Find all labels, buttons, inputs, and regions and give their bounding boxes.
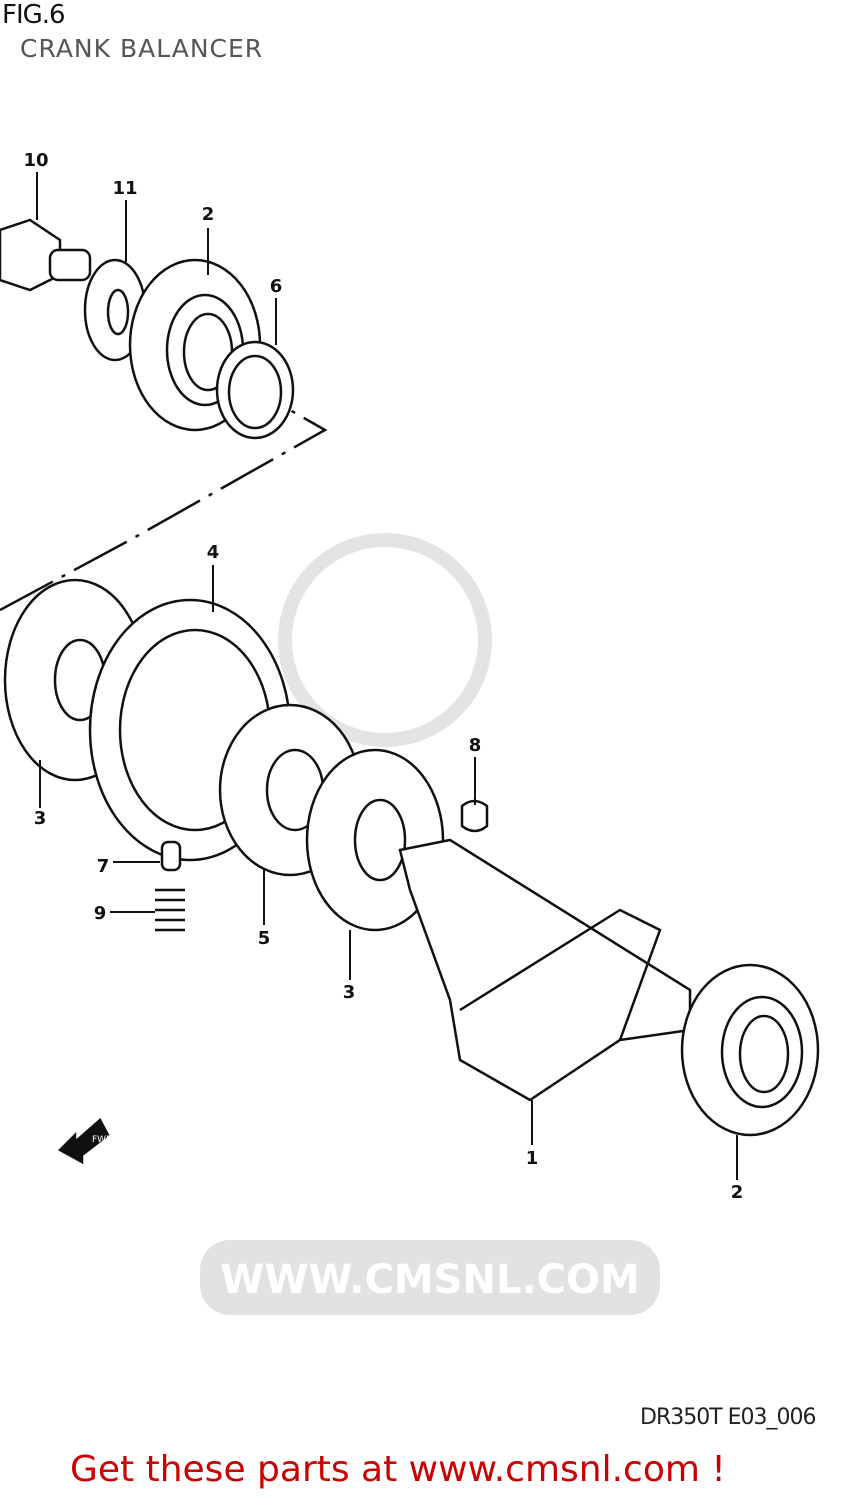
assembly-line	[0, 408, 328, 612]
ring	[215, 340, 295, 440]
diagram-code: DR350T E03_006	[640, 1405, 817, 1430]
callout-3b: 3	[342, 982, 356, 1003]
callout-11: 11	[112, 178, 138, 199]
leader-lines	[36, 172, 738, 1180]
bearing-lower	[680, 963, 820, 1137]
watermark-text: WWW.CMSNL.COM	[220, 1257, 640, 1303]
fwd-label: FWD	[92, 1135, 113, 1145]
callout-5: 5	[257, 928, 271, 949]
callout-2: 2	[201, 204, 215, 225]
callout-6: 6	[269, 276, 283, 297]
watermark-circle	[278, 533, 492, 747]
key	[460, 799, 489, 833]
figure-number: FIG.6	[2, 0, 66, 30]
diagram-title: CRANK BALANCER	[20, 34, 264, 63]
balancer-shaft	[398, 838, 692, 1102]
callout-2b: 2	[730, 1182, 744, 1203]
callout-4: 4	[206, 542, 220, 563]
callout-10: 10	[23, 150, 49, 171]
callout-7: 7	[96, 856, 110, 877]
pin	[160, 840, 182, 872]
callout-3: 3	[33, 808, 47, 829]
bolt	[0, 218, 92, 292]
watermark-logo: WWW.CMSNL.COM	[200, 1240, 660, 1315]
callout-8: 8	[468, 735, 482, 756]
spring	[155, 888, 185, 932]
footer-link[interactable]: Get these parts at www.cmsnl.com !	[70, 1449, 726, 1490]
fwd-arrow-icon: FWD	[57, 1118, 113, 1165]
callout-9: 9	[93, 903, 107, 924]
callout-1: 1	[525, 1148, 539, 1169]
